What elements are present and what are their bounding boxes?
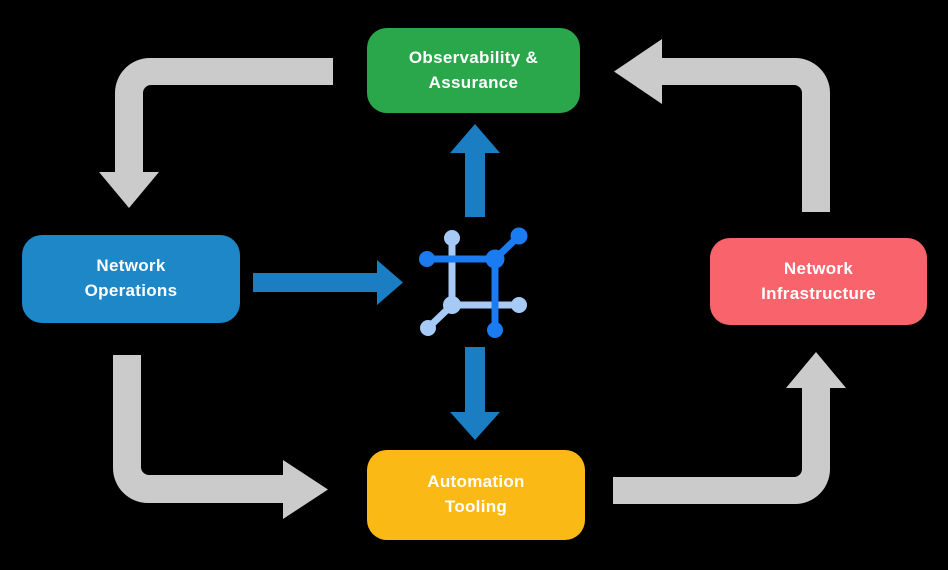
mesh-node-right <box>511 297 527 313</box>
node-observability-label: Observability & Assurance <box>408 47 539 92</box>
network-mesh-icon <box>419 227 528 338</box>
node-network-infrastructure: Network Infrastructure <box>710 238 927 325</box>
arrow-automation-to-infrastructure <box>613 352 846 504</box>
mesh-node-bottom-left <box>420 320 436 336</box>
mesh-junction-dark <box>485 249 505 269</box>
arrow-center-to-automation <box>450 347 500 440</box>
node-infrastructure-label: Network Infrastructure <box>761 258 876 303</box>
node-operations-label: Network Operations <box>84 256 178 300</box>
arrow-infrastructure-to-observability <box>614 39 830 212</box>
node-network-operations: Network Operations <box>22 235 240 323</box>
node-automation-tooling: Automation Tooling <box>367 450 585 540</box>
mesh-node-left <box>419 251 435 267</box>
mesh-node-top-right <box>510 227 528 245</box>
mesh-node-bottom <box>487 322 503 338</box>
arrow-operations-to-automation <box>113 355 328 519</box>
arrow-center-to-observability <box>450 124 500 217</box>
node-observability-assurance: Observability & Assurance <box>367 28 580 113</box>
arrow-operations-to-center <box>253 260 403 305</box>
node-automation-label: Automation Tooling <box>427 472 525 516</box>
mesh-junction-light <box>443 296 461 314</box>
mesh-node-top <box>444 230 460 246</box>
arrow-observability-to-operations <box>99 58 333 208</box>
